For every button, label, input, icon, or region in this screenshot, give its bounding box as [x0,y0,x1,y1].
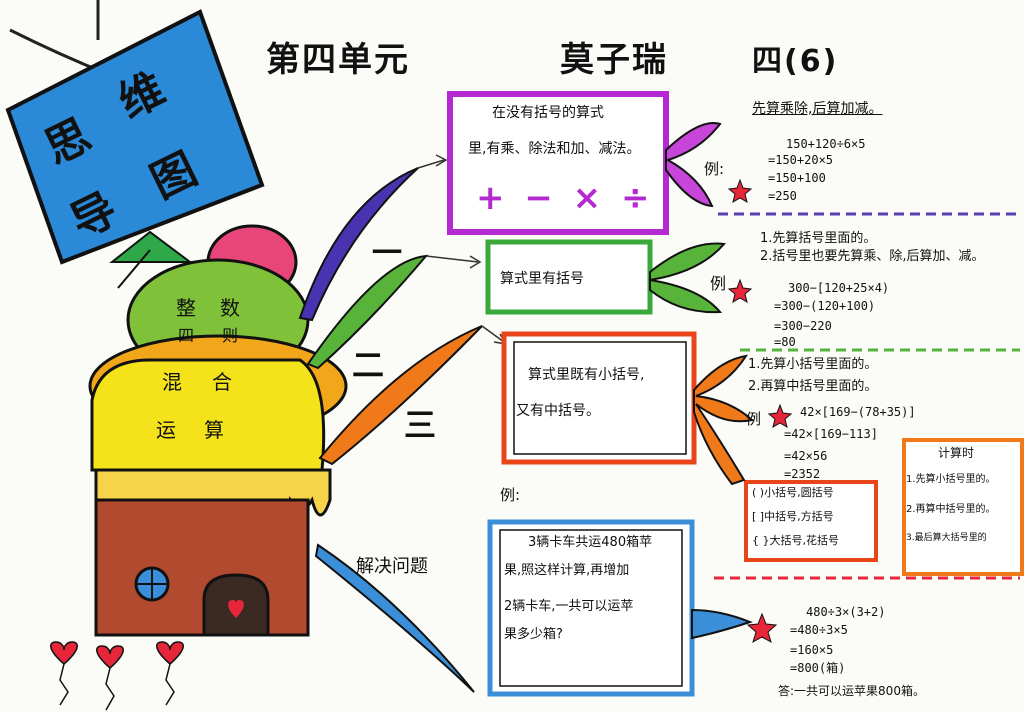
bracket-line-2: { }大括号,花括号 [752,534,839,547]
leaf-purple [665,122,722,208]
branch-label-1: 一 [372,236,402,271]
connector-arrows [417,154,508,346]
ex4-line-3: =800(箱) [790,661,846,675]
bracket-line-0: ( )小括号,圆括号 [752,486,834,499]
calc-line-1: 2.再算中括号里的。 [906,504,996,515]
box3-line1: 算式里既有小括号, [528,367,645,383]
box4-line-0: 3辆卡车共运480箱苹 [528,535,653,550]
heart-icon [228,600,244,618]
box2-frame [485,239,653,315]
cake-label-7: 运 [156,418,176,442]
heart-balloons [50,641,184,711]
cake-label-2: 数 [220,296,240,320]
ex4-line-2: =160×5 [790,643,834,657]
box1-line1: 在没有括号的算式 [492,105,604,121]
bracket-line-1: [ ]中括号,方括号 [752,510,834,523]
leaf-orange [693,354,755,486]
ex3-line-2: =42×56 [784,449,828,463]
leaf-green [649,242,726,314]
ex2-line-1: =300−(120+100) [774,299,876,313]
cake-label-1: 整 [176,296,196,320]
box2-rule-0: 1.先算括号里面的。 [760,231,877,246]
calc-line-2: 3.最后算大括号里的 [906,533,987,543]
cake-layer-yellow [90,358,326,472]
box1-line2: 里,有乘、除法和加、减法。 [468,141,641,157]
ex4-answer: 答:一共可以运苹果800箱。 [778,684,925,698]
box4-frame [487,519,695,697]
dashed-dividers [714,212,1020,580]
ex2-label: 例 [710,274,727,293]
calc-box-frame [902,438,1024,576]
bracket-box-frame [744,480,878,562]
box2-text: 算式里有括号 [500,271,584,287]
student-name: 莫子瑞 [560,40,668,80]
box3-rule-0: 1.先算小括号里面的。 [748,357,878,372]
branch-label-2: 二 [352,346,385,384]
box4-line-2: 2辆卡车,一共可以运苹 [504,599,634,614]
cake-label-8: 算 [204,418,224,442]
branch-label-3: 三 [404,406,437,444]
ex2-line-3: =80 [774,335,796,349]
ex1-line-2: =150+100 [768,171,826,185]
branch-3 [318,325,483,466]
box4-line-3: 果多少箱? [504,627,563,642]
box3-frame [501,331,697,465]
ex4-line-1: =480÷3×5 [790,623,848,637]
star-icons [727,178,793,644]
ex2-line-0: 300−[120+25×4) [788,281,890,295]
sign-board [5,9,265,265]
ex3-line-3: =2352 [784,467,821,481]
ex4-label: 例: [500,486,521,504]
branch-2 [306,254,429,370]
cake-label-3: 四 [178,326,195,345]
unit-title: 第四单元 [266,40,410,80]
umbrella-icon [109,230,193,289]
cake-label-6: 合 [212,370,232,394]
box2-rule-1: 2.括号里也要先算乘、除,后算加、减。 [760,249,985,264]
branch-4 [314,543,475,693]
box1-rule: 先算乘除,后算加减。 [752,101,883,117]
ex3-line-0: 42×[169−(78+35)] [800,405,916,419]
cake-label-5: 混 [162,370,182,394]
box1-symbols: + − × ÷ [476,178,654,218]
branch-label-4: 解决问题 [356,556,428,577]
calc-line-0: 1.先算小括号里的。 [906,474,996,485]
ex1-line-0: 150+120÷6×5 [786,137,866,151]
leaf-blue [691,608,753,640]
ex2-line-2: =300−220 [774,319,832,333]
box4-line-1: 果,照这样计算,再增加 [504,563,630,578]
box3-line2: 又有中括号。 [516,403,600,419]
ex1-line-1: =150+20×5 [768,153,834,167]
ex3-line-1: =42×[169−113] [784,427,878,441]
ex1-label: 例: [704,160,725,178]
ex1-line-3: =250 [768,189,797,203]
ex4-line-0: 480÷3×(3+2) [806,605,886,619]
cake-base [94,498,310,637]
calc-title: 计算时 [938,446,975,460]
cake-label-4: 则 [222,326,239,345]
ex3-label: 例 [746,410,762,428]
class-label: 四(6) [752,44,839,79]
box3-rule-1: 2.再算中括号里面的。 [748,379,878,394]
